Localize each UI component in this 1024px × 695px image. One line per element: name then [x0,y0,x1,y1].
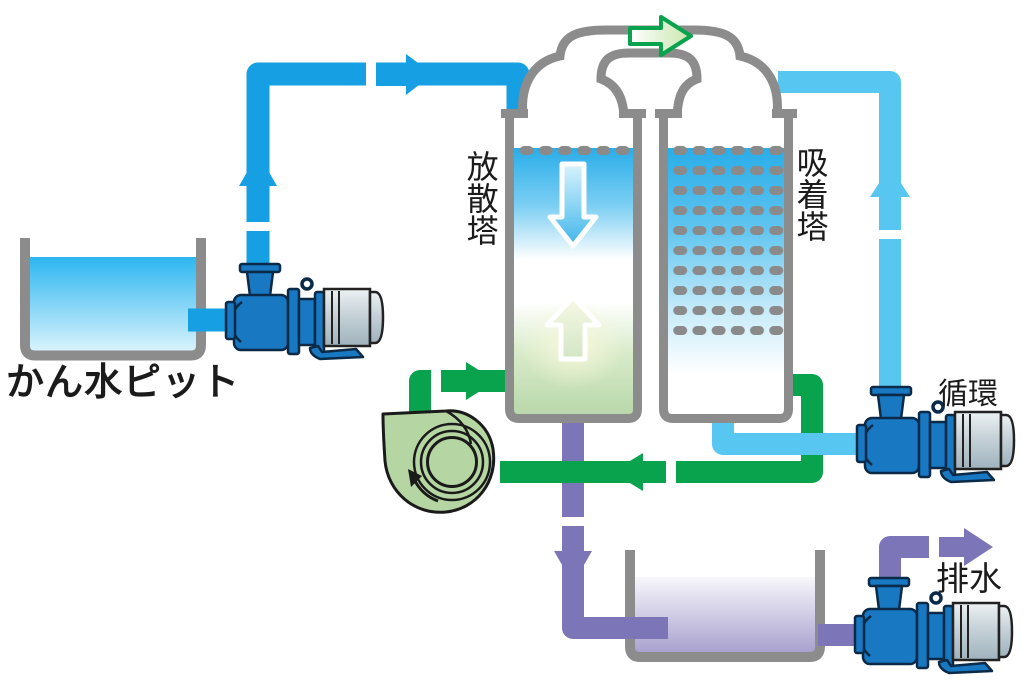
circulation-flow-arrow-up-icon [870,166,910,239]
packing-media [670,146,784,344]
gas-return-flow-arrow-left-icon [612,453,676,491]
drain-tank [625,550,825,662]
adsorption-tower [659,112,793,423]
feed-flow-arrow-up-icon [239,153,277,231]
feed-pump [224,262,385,361]
feed-flow-arrow-right-icon [366,54,433,95]
drain-outlet-pipe [879,536,938,578]
circulation-suction-pipe [712,415,868,455]
drain-tank-walls [625,550,825,662]
stripping-tower-walls [505,112,642,423]
drain-pipe [562,415,668,639]
label-adsorption-tower: 吸着塔 [792,146,829,242]
blower [381,409,496,514]
label-circulation: 循環 [938,378,998,411]
water-surface-media [517,146,632,157]
duct-flow-arrow-icon [628,15,693,57]
tower-down-arrow-icon [547,161,599,249]
label-stripping-tower: 放散塔 [462,150,499,246]
brine-pit-tank [20,238,206,361]
drain-water [635,577,815,653]
circulation-riser-pipe [778,71,901,396]
stripping-tower [505,112,642,423]
brine-water [30,257,196,351]
label-drainage: 排水 [936,560,1002,597]
tower-up-arrow-icon [544,294,602,362]
drain-outlet-flow-arrow-right-icon [929,528,993,566]
brine-tank-walls [20,238,206,361]
blower-rotation-arrow-icon [408,469,439,503]
drain-flow-arrow-down-icon [554,517,592,584]
gas-supply-flow-arrow-right-icon [431,362,496,400]
label-brine-pit: かん水ピット [6,362,241,404]
adsorption-tower-walls [659,112,793,423]
